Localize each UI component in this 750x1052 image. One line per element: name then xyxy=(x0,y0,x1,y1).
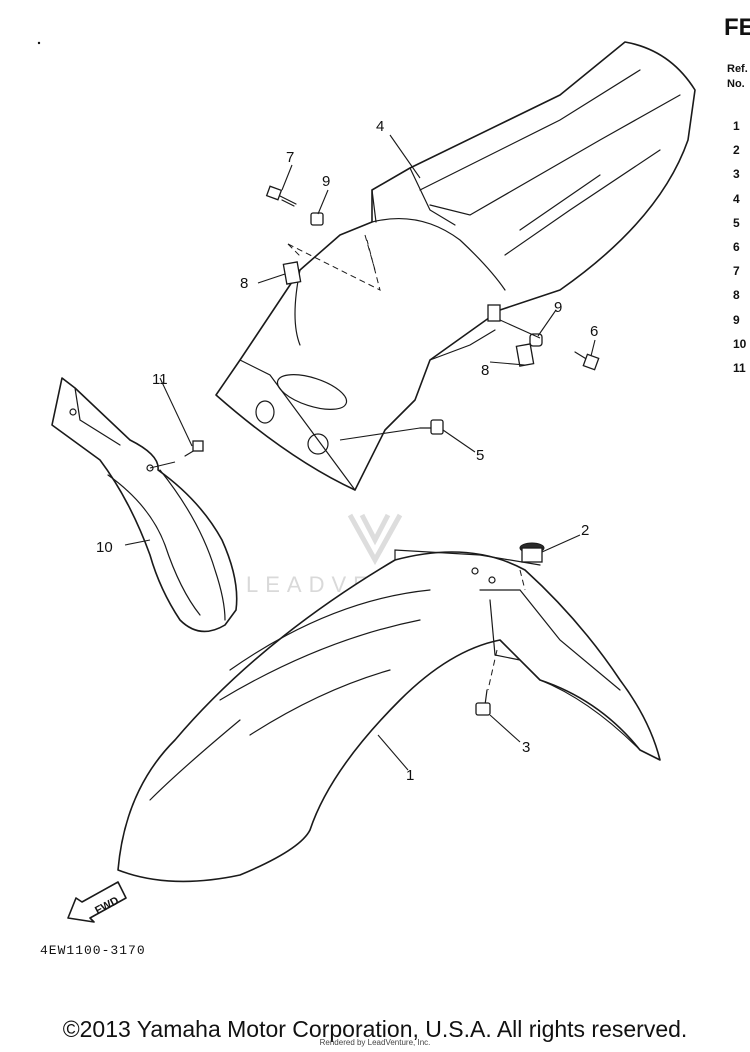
callout-3: 3 xyxy=(522,739,530,756)
callouts: 4 7 9 8 9 6 8 11 5 10 2 3 1 xyxy=(96,118,598,784)
front-fender-part-1 xyxy=(117,549,661,883)
leader-lines xyxy=(124,134,596,771)
ref-heading-line1: Ref. xyxy=(727,63,748,75)
rendered-by-notice: Rendered by LeadVenture, Inc. xyxy=(319,1038,431,1047)
rear-fender-part-4 xyxy=(215,41,696,491)
ref-number[interactable]: 5 xyxy=(733,215,740,230)
nut-part-8-upper-icon xyxy=(282,261,302,285)
ref-heading-line2: No. xyxy=(727,78,745,90)
assembly-lines xyxy=(287,234,526,691)
stray-dot xyxy=(37,41,41,45)
callout-9-lower: 9 xyxy=(554,299,562,316)
callout-8-lower: 8 xyxy=(481,362,489,379)
ref-number-list: 1 2 3 4 5 6 7 8 9 10 11 xyxy=(733,116,746,382)
fwd-arrow: FWD xyxy=(67,881,127,923)
copyright-notice: ©2013 Yamaha Motor Corporation, U.S.A. A… xyxy=(62,1016,688,1042)
diagram-part-code: 4EW1100-3170 xyxy=(40,943,146,958)
ref-number[interactable]: 11 xyxy=(733,360,746,375)
bolt-part-3-icon xyxy=(475,689,491,716)
collar-part-9-upper-icon xyxy=(310,212,324,226)
page-title: FE xyxy=(724,14,750,41)
callout-2: 2 xyxy=(581,522,589,539)
bolt-part-6-icon xyxy=(574,351,600,371)
nut-part-2-icon xyxy=(519,542,545,563)
bolt-part-5-icon xyxy=(419,419,444,435)
ref-number[interactable]: 4 xyxy=(733,191,740,206)
ref-number[interactable]: 3 xyxy=(733,167,740,182)
ref-number[interactable]: 8 xyxy=(733,288,740,303)
ref-number[interactable]: 9 xyxy=(733,312,740,327)
mud-guard-part-10 xyxy=(51,377,238,633)
callout-5: 5 xyxy=(476,447,484,464)
bolt-part-11-icon xyxy=(184,440,204,457)
callout-11: 11 xyxy=(152,371,168,388)
callout-9-upper: 9 xyxy=(322,173,330,190)
ref-table-heading: Ref. No. xyxy=(727,62,748,92)
nut-part-8-side-icon xyxy=(487,304,501,322)
nut-part-8-lower-icon xyxy=(515,343,535,367)
callout-4: 4 xyxy=(376,118,384,135)
ref-number[interactable]: 1 xyxy=(733,119,740,133)
ref-number[interactable]: 10 xyxy=(733,336,747,351)
ref-number[interactable]: 6 xyxy=(733,239,740,254)
callout-6: 6 xyxy=(590,323,598,340)
callout-1: 1 xyxy=(406,767,414,784)
callout-10: 10 xyxy=(96,539,113,556)
ref-number[interactable]: 2 xyxy=(733,143,740,158)
callout-8-upper: 8 xyxy=(240,275,248,292)
ref-number[interactable]: 7 xyxy=(733,264,740,279)
bolt-part-7-icon xyxy=(265,185,297,207)
callout-7: 7 xyxy=(286,149,294,166)
